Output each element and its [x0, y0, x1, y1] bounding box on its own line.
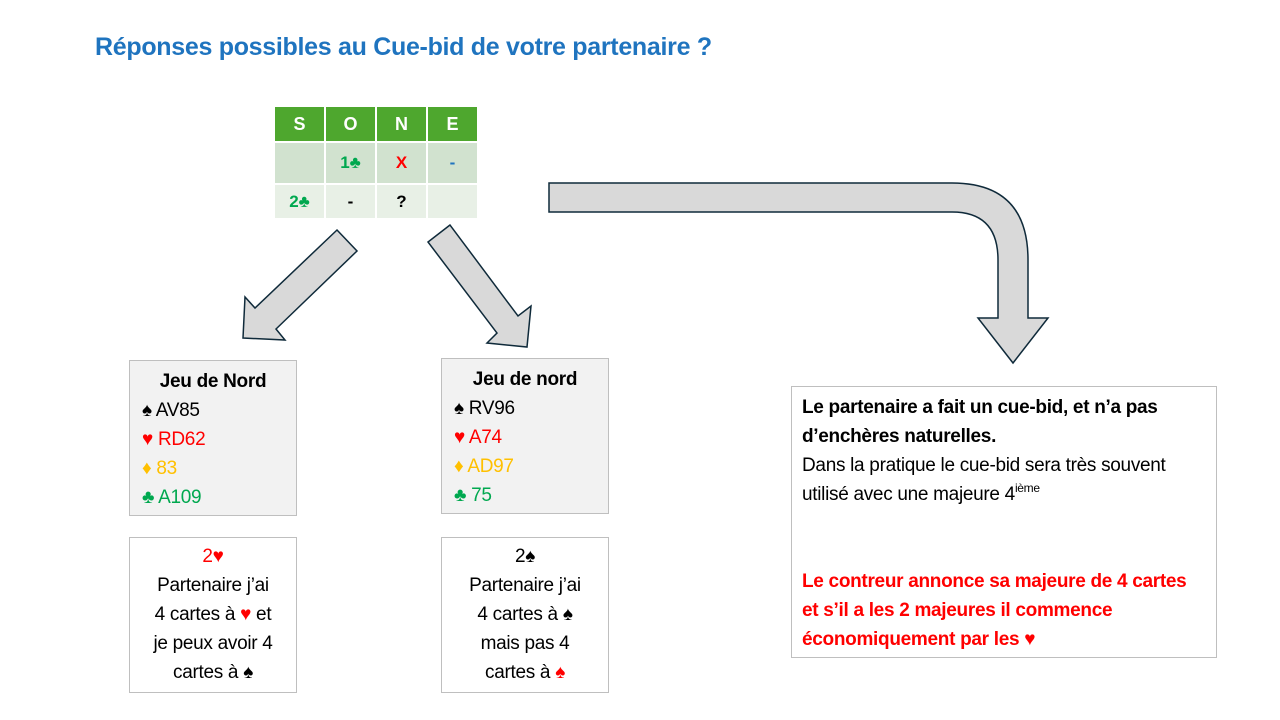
- response-text: cartes à: [173, 662, 244, 683]
- diamonds-cards: 83: [156, 458, 177, 479]
- page-title: Réponses possibles au Cue-bid de votre p…: [95, 33, 712, 61]
- spades-cards: AV85: [155, 400, 200, 421]
- arrow-middle-icon: [426, 223, 532, 348]
- bidding-row: 2♣ - ?: [275, 185, 477, 218]
- heart-icon: ♥: [240, 604, 252, 625]
- hearts-line: ♥ A74: [454, 423, 596, 452]
- club-icon: ♣: [142, 487, 155, 508]
- bid-cell: -: [428, 143, 477, 183]
- hearts-cards: RD62: [157, 429, 206, 450]
- spades-cards: RV96: [468, 398, 515, 419]
- response-text: cartes à: [485, 662, 556, 683]
- response-line: 4 cartes à ♥ et: [136, 600, 290, 629]
- bid-cell: 1♣: [326, 143, 375, 183]
- arrow-left-icon: [242, 228, 359, 341]
- header-west: O: [326, 107, 375, 141]
- explanation-red-text: Le contreur annonce sa majeure de 4 cart…: [802, 571, 1187, 650]
- explanation-text: Dans la pratique le cue-bid sera très so…: [802, 451, 1206, 509]
- diamonds-line: ♦ 83: [142, 454, 284, 483]
- heart-icon: ♥: [142, 429, 153, 450]
- header-south: S: [275, 107, 324, 141]
- hand-card-2: Jeu de nord ♠ RV96 ♥ A74 ♦ AD97 ♣ 75: [441, 358, 609, 514]
- response-line: je peux avoir 4: [153, 633, 273, 654]
- superscript: ième: [1014, 481, 1040, 495]
- spades-line: ♠ RV96: [454, 394, 596, 423]
- hearts-line: ♥ RD62: [142, 425, 284, 454]
- bid-cell: 2♣: [275, 185, 324, 218]
- response-card-1: 2♥ Partenaire j’ai 4 cartes à ♥ et je pe…: [129, 537, 297, 693]
- spade-icon: ♠: [562, 604, 573, 625]
- bidding-header-row: S O N E: [275, 107, 477, 141]
- bid-cell: -: [326, 185, 375, 218]
- explanation-body: Dans la pratique le cue-bid sera très so…: [802, 455, 1166, 505]
- header-east: E: [428, 107, 477, 141]
- response-card-2: 2♠ Partenaire j’ai 4 cartes à ♠ mais pas…: [441, 537, 609, 693]
- bidding-row: 1♣ X -: [275, 143, 477, 183]
- response-text: et: [251, 604, 272, 625]
- hand-title: Jeu de Nord: [159, 371, 267, 392]
- response-text: 4 cartes à: [477, 604, 563, 625]
- spade-icon: ♠: [142, 400, 152, 421]
- bid-cell: X: [377, 143, 426, 183]
- hand-title: Jeu de nord: [472, 369, 578, 390]
- hand-card-1: Jeu de Nord ♠ AV85 ♥ RD62 ♦ 83 ♣ A109: [129, 360, 297, 516]
- response-line: Partenaire j’ai: [469, 575, 581, 596]
- response-line: cartes à ♠: [136, 658, 290, 687]
- response-bid: 2♠: [514, 546, 536, 567]
- response-line: Partenaire j’ai: [157, 575, 269, 596]
- diamonds-line: ♦ AD97: [454, 452, 596, 481]
- diamond-icon: ♦: [142, 458, 152, 479]
- clubs-line: ♣ A109: [142, 483, 284, 512]
- diamonds-cards: AD97: [467, 456, 514, 477]
- hearts-cards: A74: [468, 427, 502, 448]
- spade-icon: ♠: [454, 398, 464, 419]
- club-icon: ♣: [454, 485, 467, 506]
- bid-cell: [428, 185, 477, 218]
- response-text: 4 cartes à: [154, 604, 241, 625]
- header-north: N: [377, 107, 426, 141]
- heart-icon: ♥: [454, 427, 465, 448]
- spade-icon: ♠: [243, 662, 253, 683]
- spade-icon: ♠: [555, 662, 565, 683]
- clubs-cards: 75: [471, 485, 492, 506]
- explanation-bold: Le partenaire a fait un cue-bid, et n’a …: [802, 397, 1158, 447]
- clubs-cards: A109: [158, 487, 202, 508]
- arrow-curved-icon: [548, 182, 1050, 365]
- response-line: mais pas 4: [480, 633, 570, 654]
- clubs-line: ♣ 75: [454, 481, 596, 510]
- heart-icon: ♥: [1024, 629, 1036, 650]
- spades-line: ♠ AV85: [142, 396, 284, 425]
- response-line: cartes à ♠: [448, 658, 602, 687]
- explanation-box: Le partenaire a fait un cue-bid, et n’a …: [791, 386, 1217, 658]
- diamond-icon: ♦: [454, 456, 464, 477]
- bid-cell: ?: [377, 185, 426, 218]
- response-bid: 2♥: [202, 546, 224, 567]
- bid-cell: [275, 143, 324, 183]
- bidding-table: S O N E 1♣ X - 2♣ - ?: [273, 105, 479, 220]
- response-line: 4 cartes à ♠: [448, 600, 602, 629]
- explanation-red: Le contreur annonce sa majeure de 4 cart…: [802, 567, 1206, 654]
